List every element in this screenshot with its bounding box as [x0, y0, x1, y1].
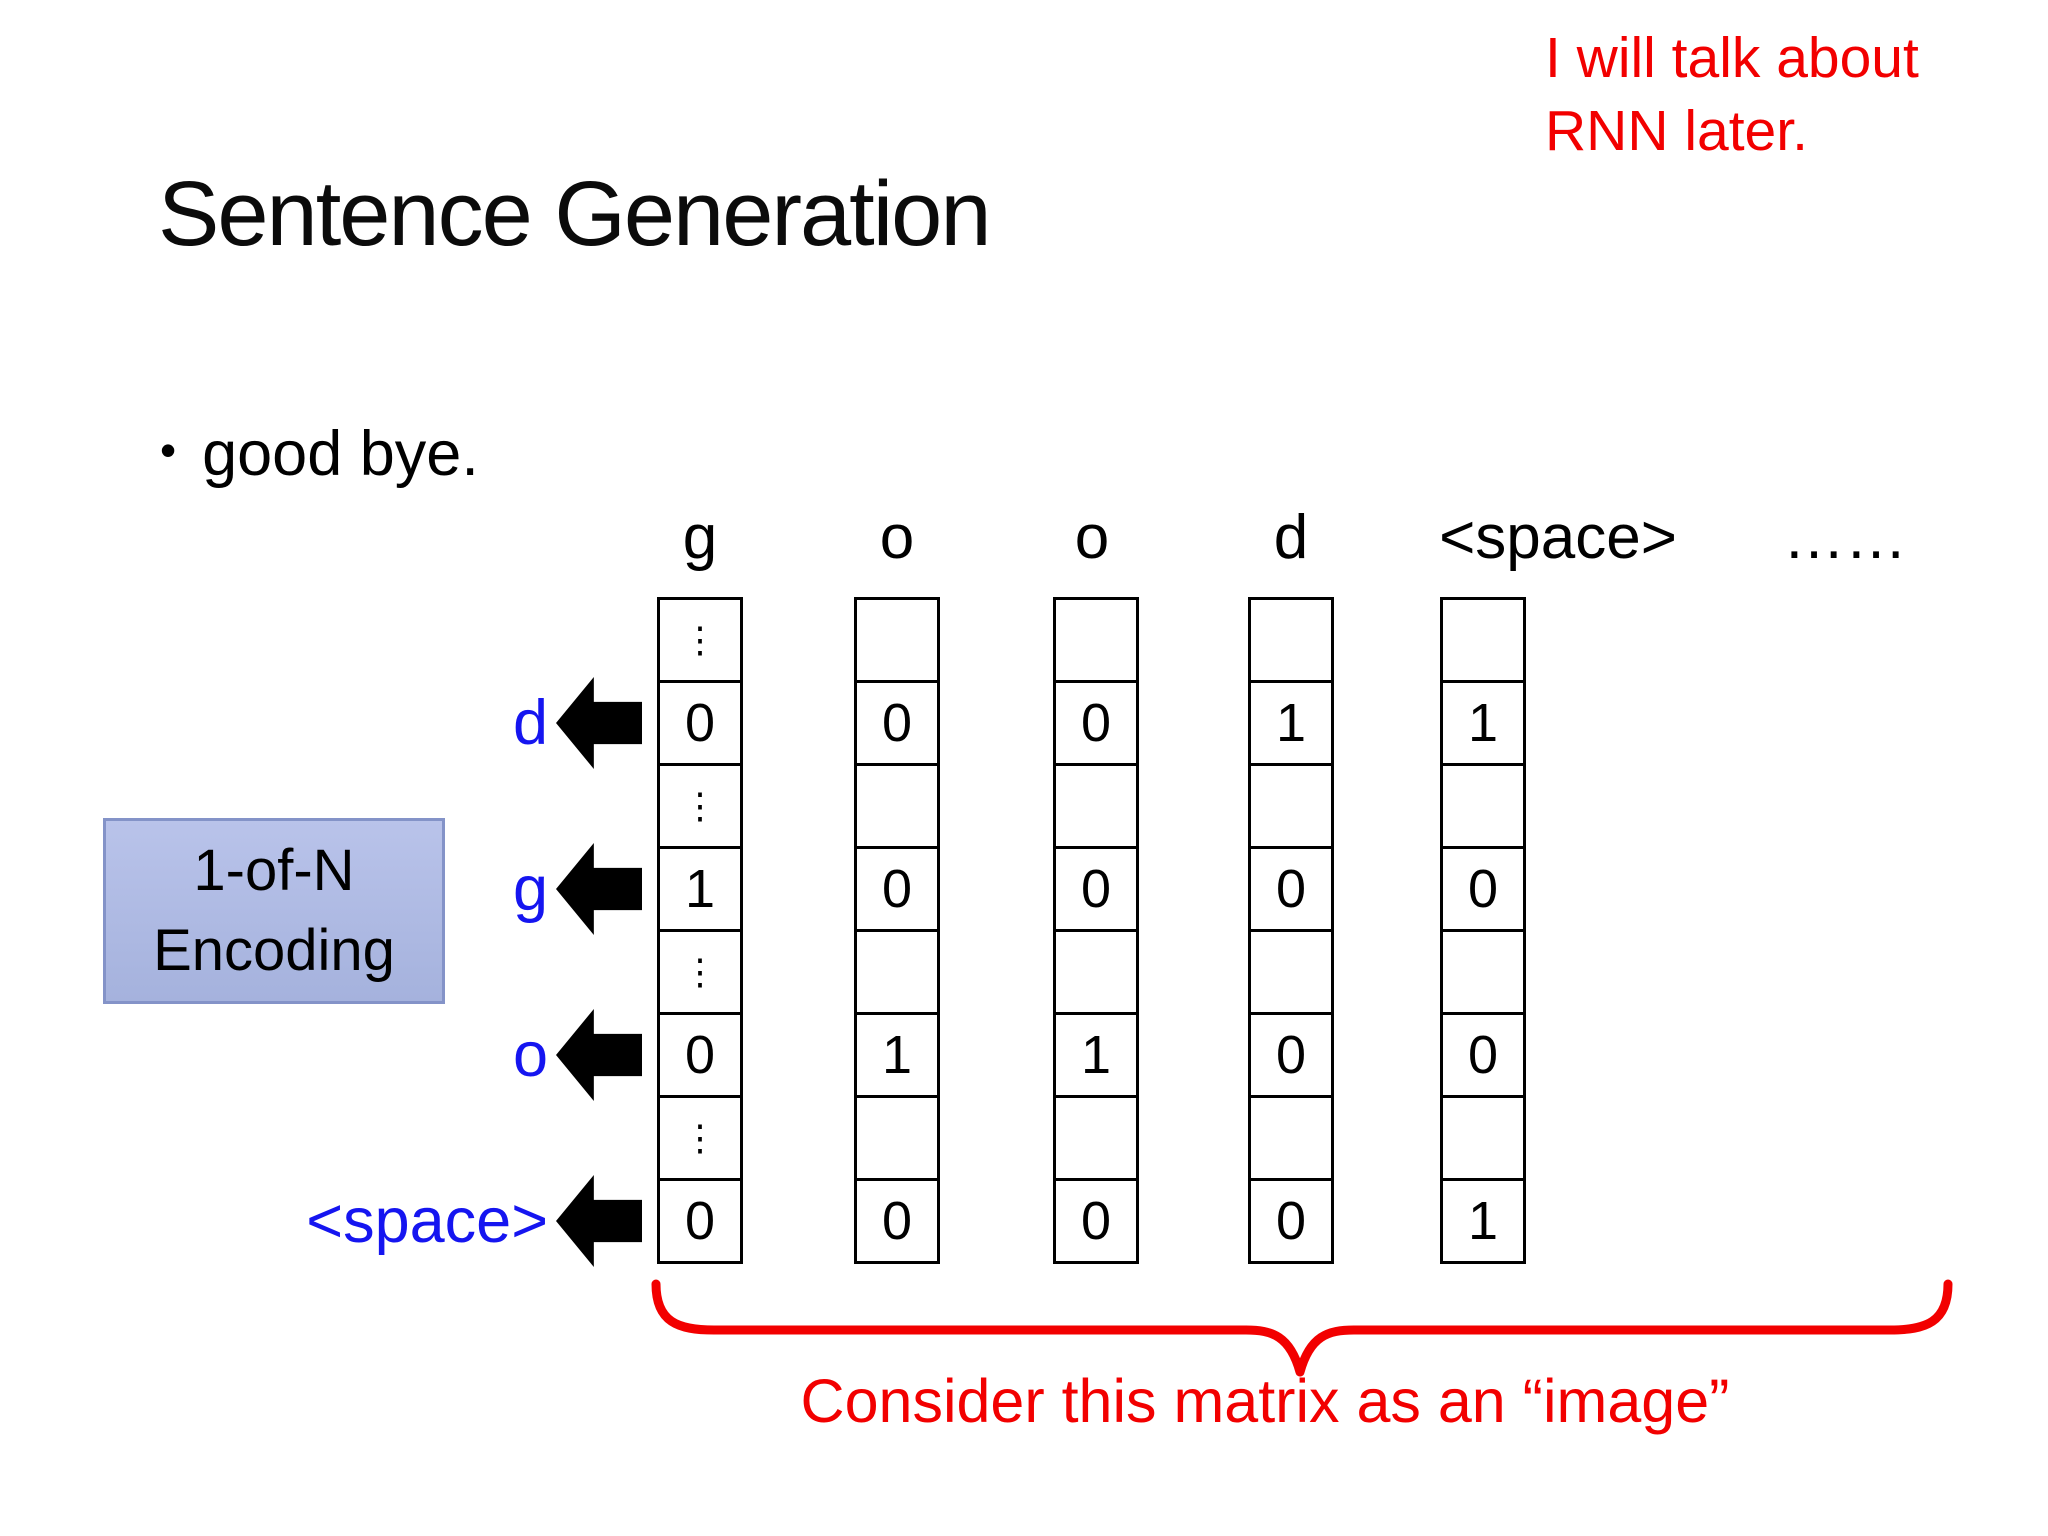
matrix-cell: [1440, 597, 1526, 683]
matrix-cell: 0: [1248, 1178, 1334, 1264]
matrix-cell: [1248, 929, 1334, 1015]
rnn-note: I will talk about RNN later.: [1545, 22, 1919, 168]
encoding-box-line1: 1-of-N: [193, 838, 355, 903]
matrix-column-d: 1 0 0 0: [1248, 597, 1334, 1264]
matrix-cell: 0: [1248, 846, 1334, 932]
slide-title: Sentence Generation: [158, 163, 992, 265]
row-label-space: <space>: [306, 1186, 548, 1256]
matrix-cell: 0: [1440, 1012, 1526, 1098]
matrix-cell: ⋮: [657, 929, 743, 1015]
matrix-cell: [1053, 929, 1139, 1015]
encoding-box: 1-of-N Encoding: [103, 818, 445, 1004]
bullet-line: • good bye.: [160, 418, 479, 490]
bullet-icon: •: [160, 424, 177, 476]
left-arrow-icon: [556, 843, 642, 935]
rnn-note-line2: RNN later.: [1545, 99, 1808, 163]
left-arrow-icon: [556, 1175, 642, 1267]
matrix-column-g: ⋮ 0 ⋮ 1 ⋮ 0 ⋮ 0: [657, 597, 743, 1264]
rnn-note-line1: I will talk about: [1545, 26, 1919, 90]
matrix-cell: 0: [854, 1178, 940, 1264]
matrix-cell: [854, 929, 940, 1015]
encoding-box-line2: Encoding: [153, 918, 395, 983]
matrix-cell: [854, 1095, 940, 1181]
col-header-o1: o: [879, 503, 915, 572]
matrix-cell: 0: [1053, 680, 1139, 766]
matrix-cell: 1: [854, 1012, 940, 1098]
bullet-text: good bye.: [202, 419, 479, 489]
row-label-g: g: [512, 854, 548, 924]
matrix-cell: 1: [1248, 680, 1334, 766]
matrix-cell: 0: [657, 680, 743, 766]
matrix-cell: [1248, 1095, 1334, 1181]
left-arrow-icon: [556, 1009, 642, 1101]
matrix-column-space: 1 0 0 1: [1440, 597, 1526, 1264]
left-arrow-icon: [556, 677, 642, 769]
matrix-cell: 0: [1053, 846, 1139, 932]
matrix-cell: ⋮: [657, 1095, 743, 1181]
matrix-cell: [854, 763, 940, 849]
matrix-cell: [1440, 929, 1526, 1015]
matrix-cell: 0: [1053, 1178, 1139, 1264]
matrix-cell: [1248, 763, 1334, 849]
matrix-cell: [854, 597, 940, 683]
matrix-cell: [1440, 1095, 1526, 1181]
col-header-g: g: [682, 503, 718, 572]
col-header-more: ……: [1783, 503, 1907, 572]
col-header-o2: o: [1074, 503, 1110, 572]
matrix-cell: [1053, 1095, 1139, 1181]
matrix-cell: 0: [1248, 1012, 1334, 1098]
matrix-caption: Consider this matrix as an “image”: [800, 1367, 1730, 1435]
matrix-cell: 1: [1440, 680, 1526, 766]
matrix-cell: 1: [1440, 1178, 1526, 1264]
matrix-cell: ⋮: [657, 597, 743, 683]
col-header-d: d: [1273, 503, 1309, 572]
matrix-cell: [1440, 763, 1526, 849]
matrix-cell: 0: [854, 846, 940, 932]
matrix-cell: 0: [1440, 846, 1526, 932]
matrix-cell: 0: [657, 1178, 743, 1264]
matrix-cell: [1053, 597, 1139, 683]
matrix-cell: [1248, 597, 1334, 683]
matrix-column-o1: 0 0 1 0: [854, 597, 940, 1264]
matrix-cell: 0: [657, 1012, 743, 1098]
matrix-cell: 0: [854, 680, 940, 766]
matrix-cell: ⋮: [657, 763, 743, 849]
row-label-o: o: [512, 1020, 548, 1090]
col-header-space: <space>: [1439, 503, 1677, 572]
matrix-cell: [1053, 763, 1139, 849]
row-label-d: d: [512, 688, 548, 758]
matrix-column-o2: 0 0 1 0: [1053, 597, 1139, 1264]
matrix-cell: 1: [1053, 1012, 1139, 1098]
brace-icon: [651, 1279, 1953, 1377]
matrix-cell: 1: [657, 846, 743, 932]
